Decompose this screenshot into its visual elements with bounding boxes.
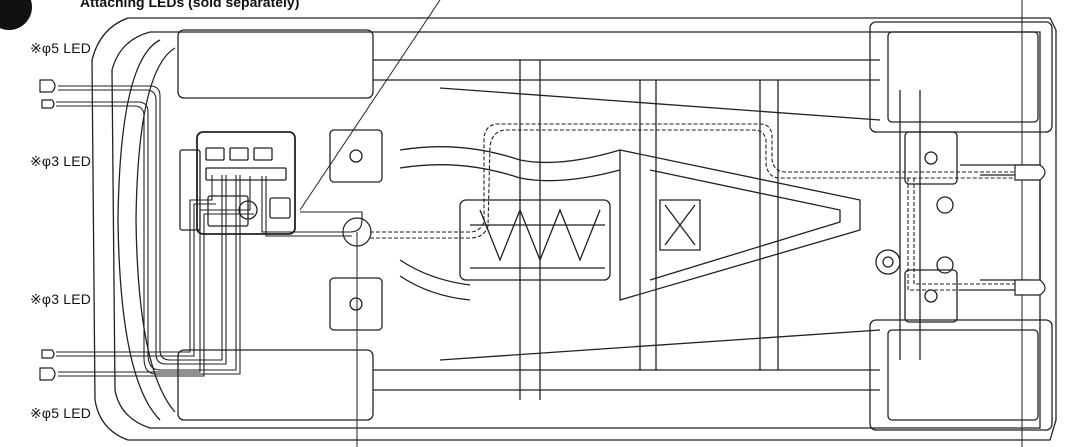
led-top-5mm [39, 79, 56, 93]
center-spine [619, 149, 861, 301]
label-led-top-5mm: ※φ5 LED [30, 40, 92, 56]
wire-top-5mm [58, 85, 223, 361]
body-outline [91, 17, 1057, 441]
engine-block [459, 199, 611, 281]
right-frame-rail [373, 369, 880, 391]
led-bottom-3mm [41, 349, 55, 359]
wire-rear-harness [261, 176, 363, 233]
body-inner-outline [111, 31, 1041, 429]
rear-left-tire-block [869, 21, 1053, 133]
led-top-3mm [41, 99, 55, 109]
label-led-top-3mm: ※φ3 LED [30, 153, 92, 169]
led-bottom-5mm [39, 367, 56, 381]
front-bumper-band [117, 39, 161, 421]
wire-bottom-5mm [58, 176, 251, 373]
label-led-bottom-3mm: ※φ3 LED [30, 291, 92, 307]
led-control-unit [196, 131, 296, 235]
rear-led-top [1014, 164, 1046, 181]
left-frame-rail [373, 59, 880, 81]
rear-right-tire-block [869, 319, 1053, 431]
front-left-wheel-well [177, 29, 374, 99]
wire-top-3mm [56, 101, 237, 371]
wire-bottom-3mm [56, 175, 213, 353]
rear-led-bottom [1014, 279, 1046, 296]
front-right-wheel-well [177, 349, 374, 421]
step-title: Attaching LEDs (sold separately) [80, 0, 300, 10]
label-led-bottom-5mm: ※φ5 LED [30, 405, 92, 421]
